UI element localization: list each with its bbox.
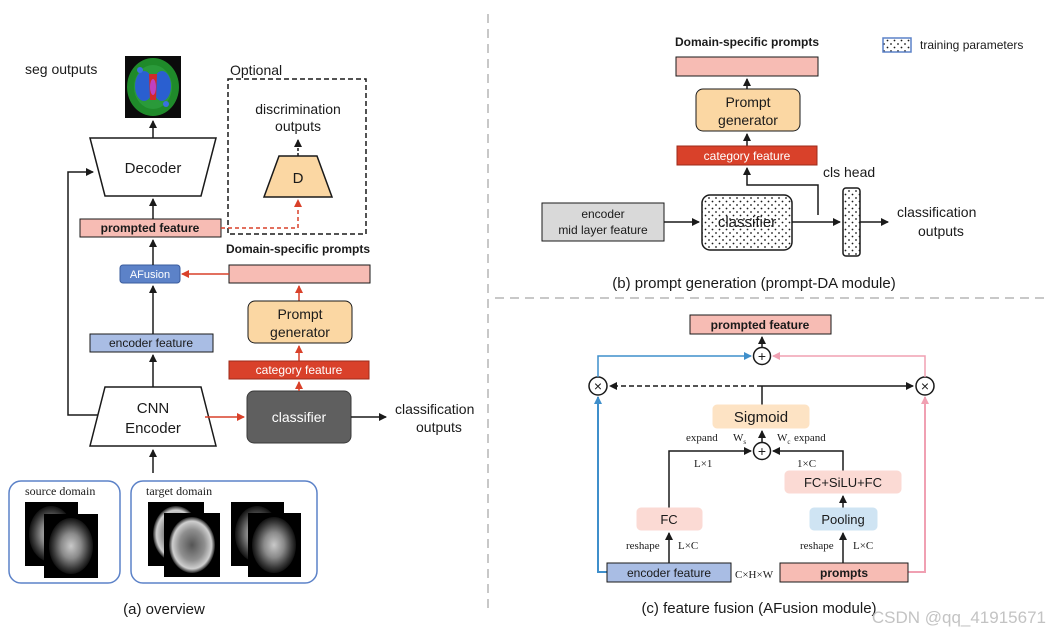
prompts-to-right-times-arrow	[908, 396, 929, 573]
middle-plus-circle	[752, 441, 772, 461]
wc-label: Wc	[777, 432, 791, 446]
one-by-c-label: 1×C	[797, 458, 816, 470]
encoder-mid-layer-box	[541, 202, 665, 242]
decoder-block	[89, 137, 217, 197]
fc-label: FC	[660, 512, 677, 527]
encoder-mid-layer-line2: mid layer feature	[558, 223, 648, 237]
source-mri-images	[25, 502, 98, 578]
encoder-to-left-times-arrow	[594, 396, 607, 573]
prompt-generator-box-a	[247, 300, 353, 344]
classification-outputs-a-line2: outputs	[416, 419, 462, 435]
fcsilu-to-plus-arrow	[772, 447, 844, 471]
caption-b: (b) prompt generation (prompt-DA module)	[612, 275, 895, 292]
category-feature-box-a	[228, 360, 370, 380]
fc-silu-label: FC+SiLU+FC	[804, 475, 882, 490]
source-domain-label: source domain	[25, 484, 95, 498]
top-plus-circle	[752, 346, 772, 366]
expand-left-label: expand	[686, 432, 718, 444]
domain-prompts-title-a: Domain-specific prompts	[226, 242, 370, 256]
discrimination-label-line1: discrimination	[255, 101, 341, 117]
right-times-to-plus-arrow	[772, 352, 926, 377]
prompted-to-d-arrow	[221, 199, 302, 229]
caption-a: (a) overview	[123, 601, 205, 618]
fc-silu-box	[784, 470, 902, 494]
d-label: D	[293, 170, 304, 187]
prompt-generator-b-line2: generator	[718, 112, 778, 128]
target-mri-images	[148, 502, 301, 577]
sigmoid-box	[712, 404, 810, 429]
classifier-label-a: classifier	[272, 409, 327, 425]
left-times-symbol: ×	[594, 378, 602, 394]
encoder-mid-layer-line1: encoder	[581, 207, 624, 221]
fc-to-plus-arrow	[668, 447, 752, 508]
fc-box	[636, 507, 703, 531]
classifier-to-category-arrow-b	[743, 167, 819, 215]
prompt-generator-a-line2: generator	[270, 324, 330, 340]
prompts-label-c: prompts	[820, 566, 868, 580]
cnn-encoder-label-line2: Encoder	[125, 420, 181, 437]
classifier-label-b: classifier	[718, 214, 776, 231]
encoder-feature-label-c: encoder feature	[627, 566, 711, 580]
right-times-symbol: ×	[921, 378, 929, 394]
afusion-box	[119, 264, 181, 284]
watermark: CSDN @qq_41915671	[872, 608, 1046, 627]
cls-head-box	[842, 187, 861, 257]
afusion-label: AFusion	[130, 269, 170, 281]
decoder-label: Decoder	[125, 160, 182, 177]
left-times-to-plus-arrow	[597, 352, 752, 377]
classification-outputs-b-line2: outputs	[918, 223, 964, 239]
optional-region	[227, 78, 367, 235]
ws-label: Ws	[733, 432, 746, 446]
prompted-feature-box-c	[689, 314, 832, 335]
sigmoid-label: Sigmoid	[734, 409, 788, 426]
cnn-encoder-block	[89, 386, 217, 447]
encoder-feature-label-a: encoder feature	[109, 336, 193, 350]
pooling-label: Pooling	[821, 512, 864, 527]
l-by-c-left-label: L×C	[678, 540, 698, 552]
prompted-feature-label-c: prompted feature	[711, 318, 810, 332]
reshape-left-label: reshape	[626, 540, 660, 552]
reshape-right-label: reshape	[800, 540, 834, 552]
panel-overview: seg outputs Decoder prompted feature Opt…	[8, 56, 474, 618]
classification-outputs-b-line1: classification	[897, 204, 976, 220]
prompt-generator-b-line1: Prompt	[725, 94, 770, 110]
seg-outputs-label: seg outputs	[25, 61, 97, 77]
training-parameters-label: training parameters	[920, 38, 1023, 52]
target-domain-label: target domain	[146, 484, 212, 498]
middle-plus-symbol: +	[758, 443, 766, 459]
prompts-box-c	[779, 562, 909, 583]
encoder-feature-box-a	[89, 333, 214, 353]
training-parameters-swatch	[882, 37, 912, 53]
discrimination-label-line2: outputs	[275, 118, 321, 134]
panel-feature-fusion: prompted feature + × × Sigmoid + expand …	[588, 314, 935, 617]
cls-head-label: cls head	[823, 164, 875, 180]
domain-prompts-box-a	[228, 264, 371, 284]
category-feature-box-b	[676, 145, 818, 166]
domain-prompts-title-b: Domain-specific prompts	[675, 35, 819, 49]
optional-label: Optional	[230, 62, 282, 78]
l-by-c-right-label: L×C	[853, 540, 873, 552]
domain-prompts-box-b	[675, 56, 819, 77]
discriminator-block	[262, 155, 334, 198]
category-feature-label-b: category feature	[704, 149, 791, 163]
prompt-generator-a-line1: Prompt	[277, 306, 322, 322]
segmentation-image	[125, 56, 181, 118]
classification-outputs-a-line1: classification	[395, 401, 474, 417]
prompt-generator-box-b	[695, 88, 801, 132]
pooling-box	[809, 507, 878, 531]
top-plus-symbol: +	[758, 348, 766, 364]
skip-connection-arrow	[67, 168, 100, 416]
expand-right-label: expand	[794, 432, 826, 444]
prompted-feature-label: prompted feature	[101, 221, 200, 235]
cnn-encoder-label-line1: CNN	[137, 400, 170, 417]
category-feature-label-a: category feature	[256, 363, 343, 377]
l-by-1-label: L×1	[694, 458, 712, 470]
encoder-feature-box-c	[606, 562, 732, 583]
caption-c: (c) feature fusion (AFusion module)	[641, 600, 876, 617]
chw-label: C×H×W	[735, 569, 774, 581]
panel-prompt-generation: Domain-specific prompts training paramet…	[541, 35, 1023, 292]
